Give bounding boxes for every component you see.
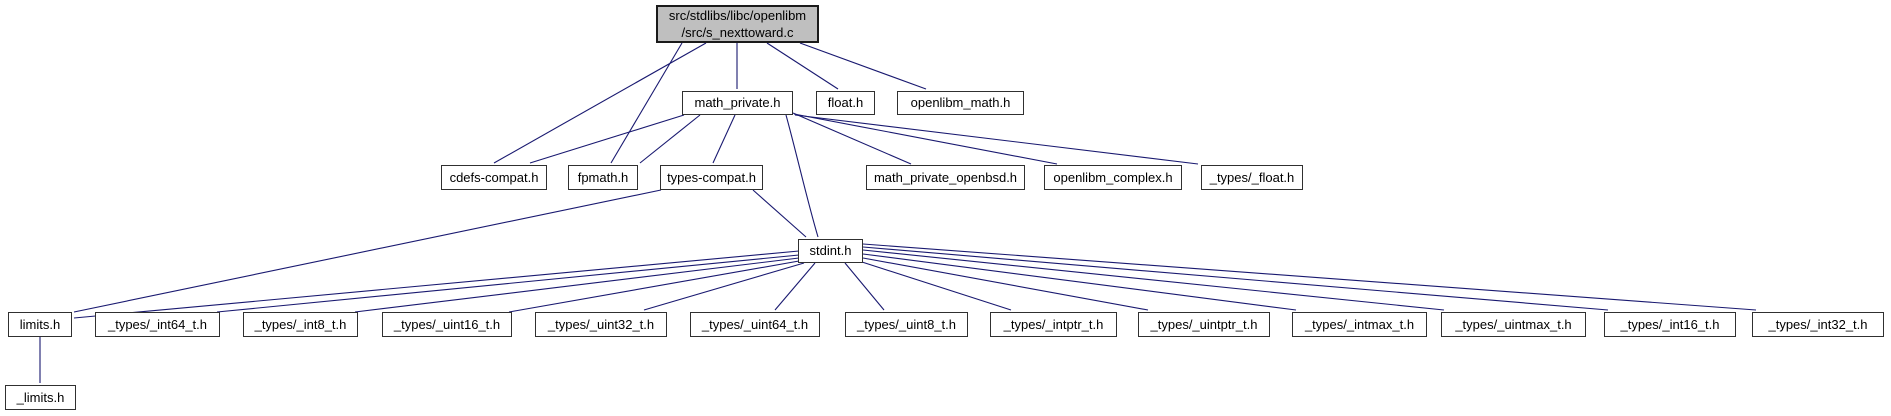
edge-stdint-to-limits: [73, 250, 800, 319]
edge-stdint-to-t_uint8: [844, 262, 885, 311]
graph-node-root[interactable]: src/stdlibs/libc/openlibm/src/s_nexttowa…: [656, 5, 819, 43]
graph-node-limits[interactable]: limits.h: [8, 312, 72, 337]
graph-node-label: _types/_int64_t.h: [107, 316, 208, 332]
edge-stdint-to-t_int64: [216, 254, 800, 313]
graph-node-t_intmax[interactable]: _types/_intmax_t.h: [1292, 312, 1427, 337]
graph-node-t_uint64[interactable]: _types/_uint64_t.h: [690, 312, 820, 337]
graph-node-label: limits.h: [19, 316, 61, 332]
graph-node-types_float[interactable]: _types/_float.h: [1201, 165, 1303, 190]
edge-root-to-openlibm_math: [799, 42, 927, 90]
edge-stdint-to-t_int16: [862, 246, 1609, 311]
graph-node-label: _types/_uint8_t.h: [856, 316, 957, 332]
graph-node-label: _types/_uintptr_t.h: [1150, 316, 1258, 332]
graph-node-t_uintmax[interactable]: _types/_uintmax_t.h: [1441, 312, 1586, 337]
graph-node-label: openlibm_math.h: [910, 95, 1011, 110]
graph-node-types_compat[interactable]: types-compat.h: [660, 165, 763, 190]
graph-node-math_private[interactable]: math_private.h: [682, 91, 793, 115]
graph-node-label: _types/_intptr_t.h: [1003, 316, 1104, 332]
edge-stdint-to-t_uintptr: [862, 257, 1149, 311]
graph-node-t_int32[interactable]: _types/_int32_t.h: [1752, 312, 1884, 337]
edge-root-to-fpmath: [610, 42, 683, 164]
edge-math_private-to-cdefs_compat: [529, 114, 685, 164]
edge-math_private-to-types_compat: [712, 114, 736, 164]
graph-node-label: _types/_uint32_t.h: [547, 316, 655, 332]
graph-node-label: _types/_float.h: [1209, 169, 1295, 185]
graph-node-label: math_private.h: [694, 95, 781, 110]
edge-root-to-cdefs_compat: [493, 42, 707, 164]
graph-node-label-line: /src/s_nexttoward.c: [681, 25, 794, 40]
graph-node-label: stdint.h: [809, 243, 852, 258]
graph-node-label: _types/_int32_t.h: [1768, 316, 1868, 332]
edge-math_private-to-types_float: [794, 114, 1199, 165]
edge-stdint-to-t_uint32: [643, 262, 805, 311]
graph-node-label: _limits.h: [16, 389, 65, 405]
graph-node-label-line: src/stdlibs/libc/openlibm: [668, 8, 807, 23]
graph-node-fpmath[interactable]: fpmath.h: [568, 165, 638, 190]
graph-node-label: fpmath.h: [577, 169, 629, 185]
edge-stdint-to-t_int32: [862, 243, 1757, 311]
graph-node-t_int8[interactable]: _types/_int8_t.h: [243, 312, 358, 337]
graph-node-cdefs_compat[interactable]: cdefs-compat.h: [441, 165, 547, 190]
edge-stdint-to-t_intptr: [861, 261, 1012, 311]
graph-node-t_int64[interactable]: _types/_int64_t.h: [95, 312, 220, 337]
edge-stdint-to-t_uint16: [508, 260, 800, 313]
graph-node-t_int16[interactable]: _types/_int16_t.h: [1604, 312, 1736, 337]
edge-math_private-to-math_private_openbsd: [792, 112, 912, 165]
graph-node-t_uint32[interactable]: _types/_uint32_t.h: [535, 312, 667, 337]
graph-node-label: openlibm_complex.h: [1053, 169, 1173, 185]
graph-node-label: _types/_intmax_t.h: [1304, 316, 1415, 332]
graph-node-label: _types/_int8_t.h: [254, 316, 347, 332]
graph-node-label: _types/_int16_t.h: [1620, 316, 1720, 332]
graph-node-label: cdefs-compat.h: [449, 169, 539, 185]
graph-node-openlibm_math[interactable]: openlibm_math.h: [897, 91, 1024, 115]
edge-stdint-to-t_int8: [354, 257, 800, 313]
graph-node-t_intptr[interactable]: _types/_intptr_t.h: [990, 312, 1117, 337]
graph-node-stdint[interactable]: stdint.h: [798, 239, 863, 263]
graph-node-t_uint8[interactable]: _types/_uint8_t.h: [845, 312, 968, 337]
graph-node-label: types-compat.h: [667, 169, 756, 185]
graph-node-_limits[interactable]: _limits.h: [5, 385, 76, 410]
edge-math_private-to-openlibm_complex: [793, 113, 1058, 165]
edge-math_private-to-fpmath: [639, 114, 701, 164]
graph-node-math_private_openbsd[interactable]: math_private_openbsd.h: [866, 165, 1025, 190]
graph-node-label: _types/_uint16_t.h: [393, 316, 501, 332]
edge-types_compat-to-stdint: [752, 189, 807, 238]
graph-node-openlibm_complex[interactable]: openlibm_complex.h: [1044, 165, 1182, 190]
edge-root-to-float: [766, 42, 839, 90]
graph-node-label: math_private_openbsd.h: [873, 169, 1018, 185]
edge-stdint-to-t_uint64: [774, 262, 816, 311]
graph-node-label: _types/_uintmax_t.h: [1455, 316, 1572, 332]
graph-node-label: _types/_uint64_t.h: [701, 316, 809, 332]
graph-node-t_uint16[interactable]: _types/_uint16_t.h: [382, 312, 512, 337]
edge-stdint-to-t_intmax: [862, 253, 1297, 311]
edge-math_private-to-stdint: [785, 114, 819, 238]
graph-node-float[interactable]: float.h: [816, 91, 875, 115]
edge-types_compat-to-limits: [73, 189, 662, 313]
edge-stdint-to-t_uintmax: [862, 249, 1445, 311]
graph-node-t_uintptr[interactable]: _types/_uintptr_t.h: [1138, 312, 1270, 337]
graph-node-label: float.h: [827, 95, 864, 110]
